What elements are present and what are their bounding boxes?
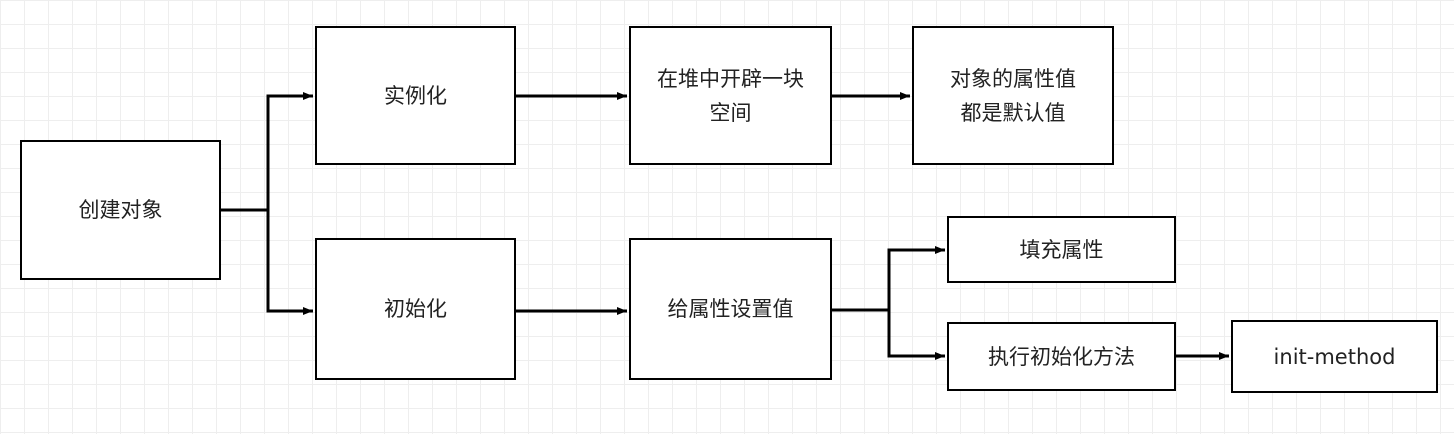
node-fill-properties: 填充属性: [947, 216, 1176, 283]
node-heap-alloc: 在堆中开辟一块空间: [629, 26, 832, 165]
node-initialize-label: 初始化: [384, 297, 447, 321]
node-instantiate-label: 实例化: [384, 83, 447, 108]
node-instantiate: 实例化: [315, 26, 516, 165]
node-init-method-label: init-method: [1273, 344, 1396, 369]
node-create-object: 创建对象: [20, 140, 221, 280]
node-init-method: init-method: [1231, 320, 1438, 393]
node-create-object-label: 创建对象: [78, 198, 163, 222]
node-set-properties: 给属性设置值: [629, 238, 832, 380]
connector-create-to-instantiate: [221, 92, 313, 212]
node-heap-alloc-label: 在堆中开辟一块空间: [657, 66, 804, 125]
connector-setprops-to-fill: [832, 246, 945, 312]
node-initialize: 初始化: [315, 238, 516, 380]
node-default-values-label: 对象的属性值都是默认值: [950, 66, 1076, 125]
node-run-init-method: 执行初始化方法: [947, 322, 1176, 391]
connector-setprops-to-run-init: [887, 310, 945, 360]
node-default-values: 对象的属性值都是默认值: [912, 26, 1114, 165]
node-set-properties-label: 给属性设置值: [667, 297, 794, 321]
node-fill-properties-label: 填充属性: [1019, 237, 1104, 262]
node-run-init-method-label: 执行初始化方法: [988, 344, 1135, 369]
connector-create-to-initialize: [266, 210, 313, 315]
